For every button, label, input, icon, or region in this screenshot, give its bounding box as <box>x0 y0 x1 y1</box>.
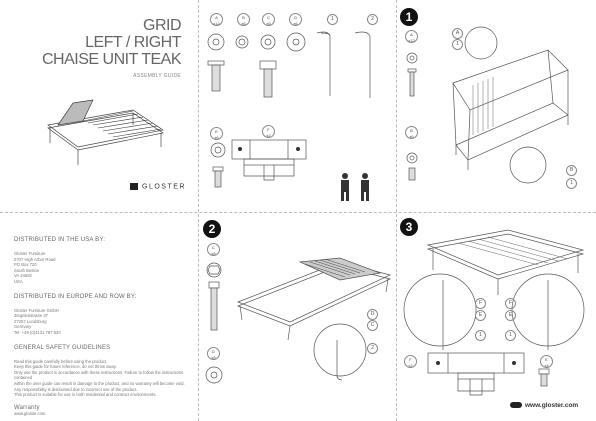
title-line-3: CHAISE UNIT TEAK <box>42 51 182 68</box>
safety-heading: GENERAL SAFETY GUIDELINES <box>14 344 111 351</box>
step1-callout-1: 1 <box>452 39 463 50</box>
tool-badge-2: 2 <box>367 14 378 25</box>
gloster-mark-icon <box>130 183 138 190</box>
step3-callout-e2: E <box>505 310 516 321</box>
brand-logo: GLOSTER <box>130 183 186 190</box>
step2-callout-2: 2 <box>367 343 378 354</box>
step3-callout-f2: F <box>505 298 516 309</box>
brand-name: GLOSTER <box>142 183 186 191</box>
step1-callout-a: A <box>452 28 463 39</box>
step3-illustration <box>403 229 585 396</box>
warranty-heading: Warranty <box>14 404 40 411</box>
warranty-link[interactable]: www.gloster.com <box>14 410 46 416</box>
parts-illustration <box>207 31 371 201</box>
step1-callout-1b: 1 <box>566 178 577 189</box>
safety-guidelines: Read this guide carefully before using t… <box>14 358 185 398</box>
step1-illustration <box>406 26 569 184</box>
eu-address: Gloster Furniture GmbH Ziegeleistrasse 3… <box>14 307 61 335</box>
fold-line-vertical-1 <box>198 0 199 421</box>
step2-callout-c: C <box>367 320 378 331</box>
footer-link[interactable]: www.gloster.com <box>525 402 579 409</box>
step3-callout-e1: E <box>475 310 486 321</box>
title-line-1: GRID <box>143 17 182 34</box>
page-title: GRID LEFT / RIGHT CHAISE UNIT TEAK ASSEM… <box>20 17 182 85</box>
step-2-badge: 2 <box>203 220 221 238</box>
title-line-2: LEFT / RIGHT <box>85 34 181 51</box>
distribution-section: DISTRIBUTED IN THE USA BY: Gloster Furni… <box>14 237 194 416</box>
gloster-mark-icon-footer <box>510 402 522 409</box>
subtitle: ASSEMBLY GUIDE <box>133 73 181 79</box>
step3-callout-f1: F <box>475 298 486 309</box>
usa-heading: DISTRIBUTED IN THE USA BY: <box>14 237 106 243</box>
fold-line-horizontal <box>0 212 596 213</box>
tool-badge-1: 1 <box>327 14 338 25</box>
step2-callout-d: D <box>367 309 378 320</box>
step1-callout-b: B <box>566 165 577 176</box>
fold-line-vertical-2 <box>396 0 397 421</box>
usa-address: Gloster Furniture 2707 High Arbor Road P… <box>14 251 56 284</box>
step3-callout-12: 1 <box>505 330 516 341</box>
eu-heading: DISTRIBUTED IN EUROPE AND ROW BY: <box>14 293 137 300</box>
chaise-illustration <box>47 99 164 165</box>
step2-illustration <box>205 257 392 384</box>
footer-url: www.gloster.com <box>510 402 578 409</box>
step-1-badge: 1 <box>400 8 418 26</box>
step3-callout-11: 1 <box>475 330 486 341</box>
step-3-badge: 3 <box>400 218 418 236</box>
